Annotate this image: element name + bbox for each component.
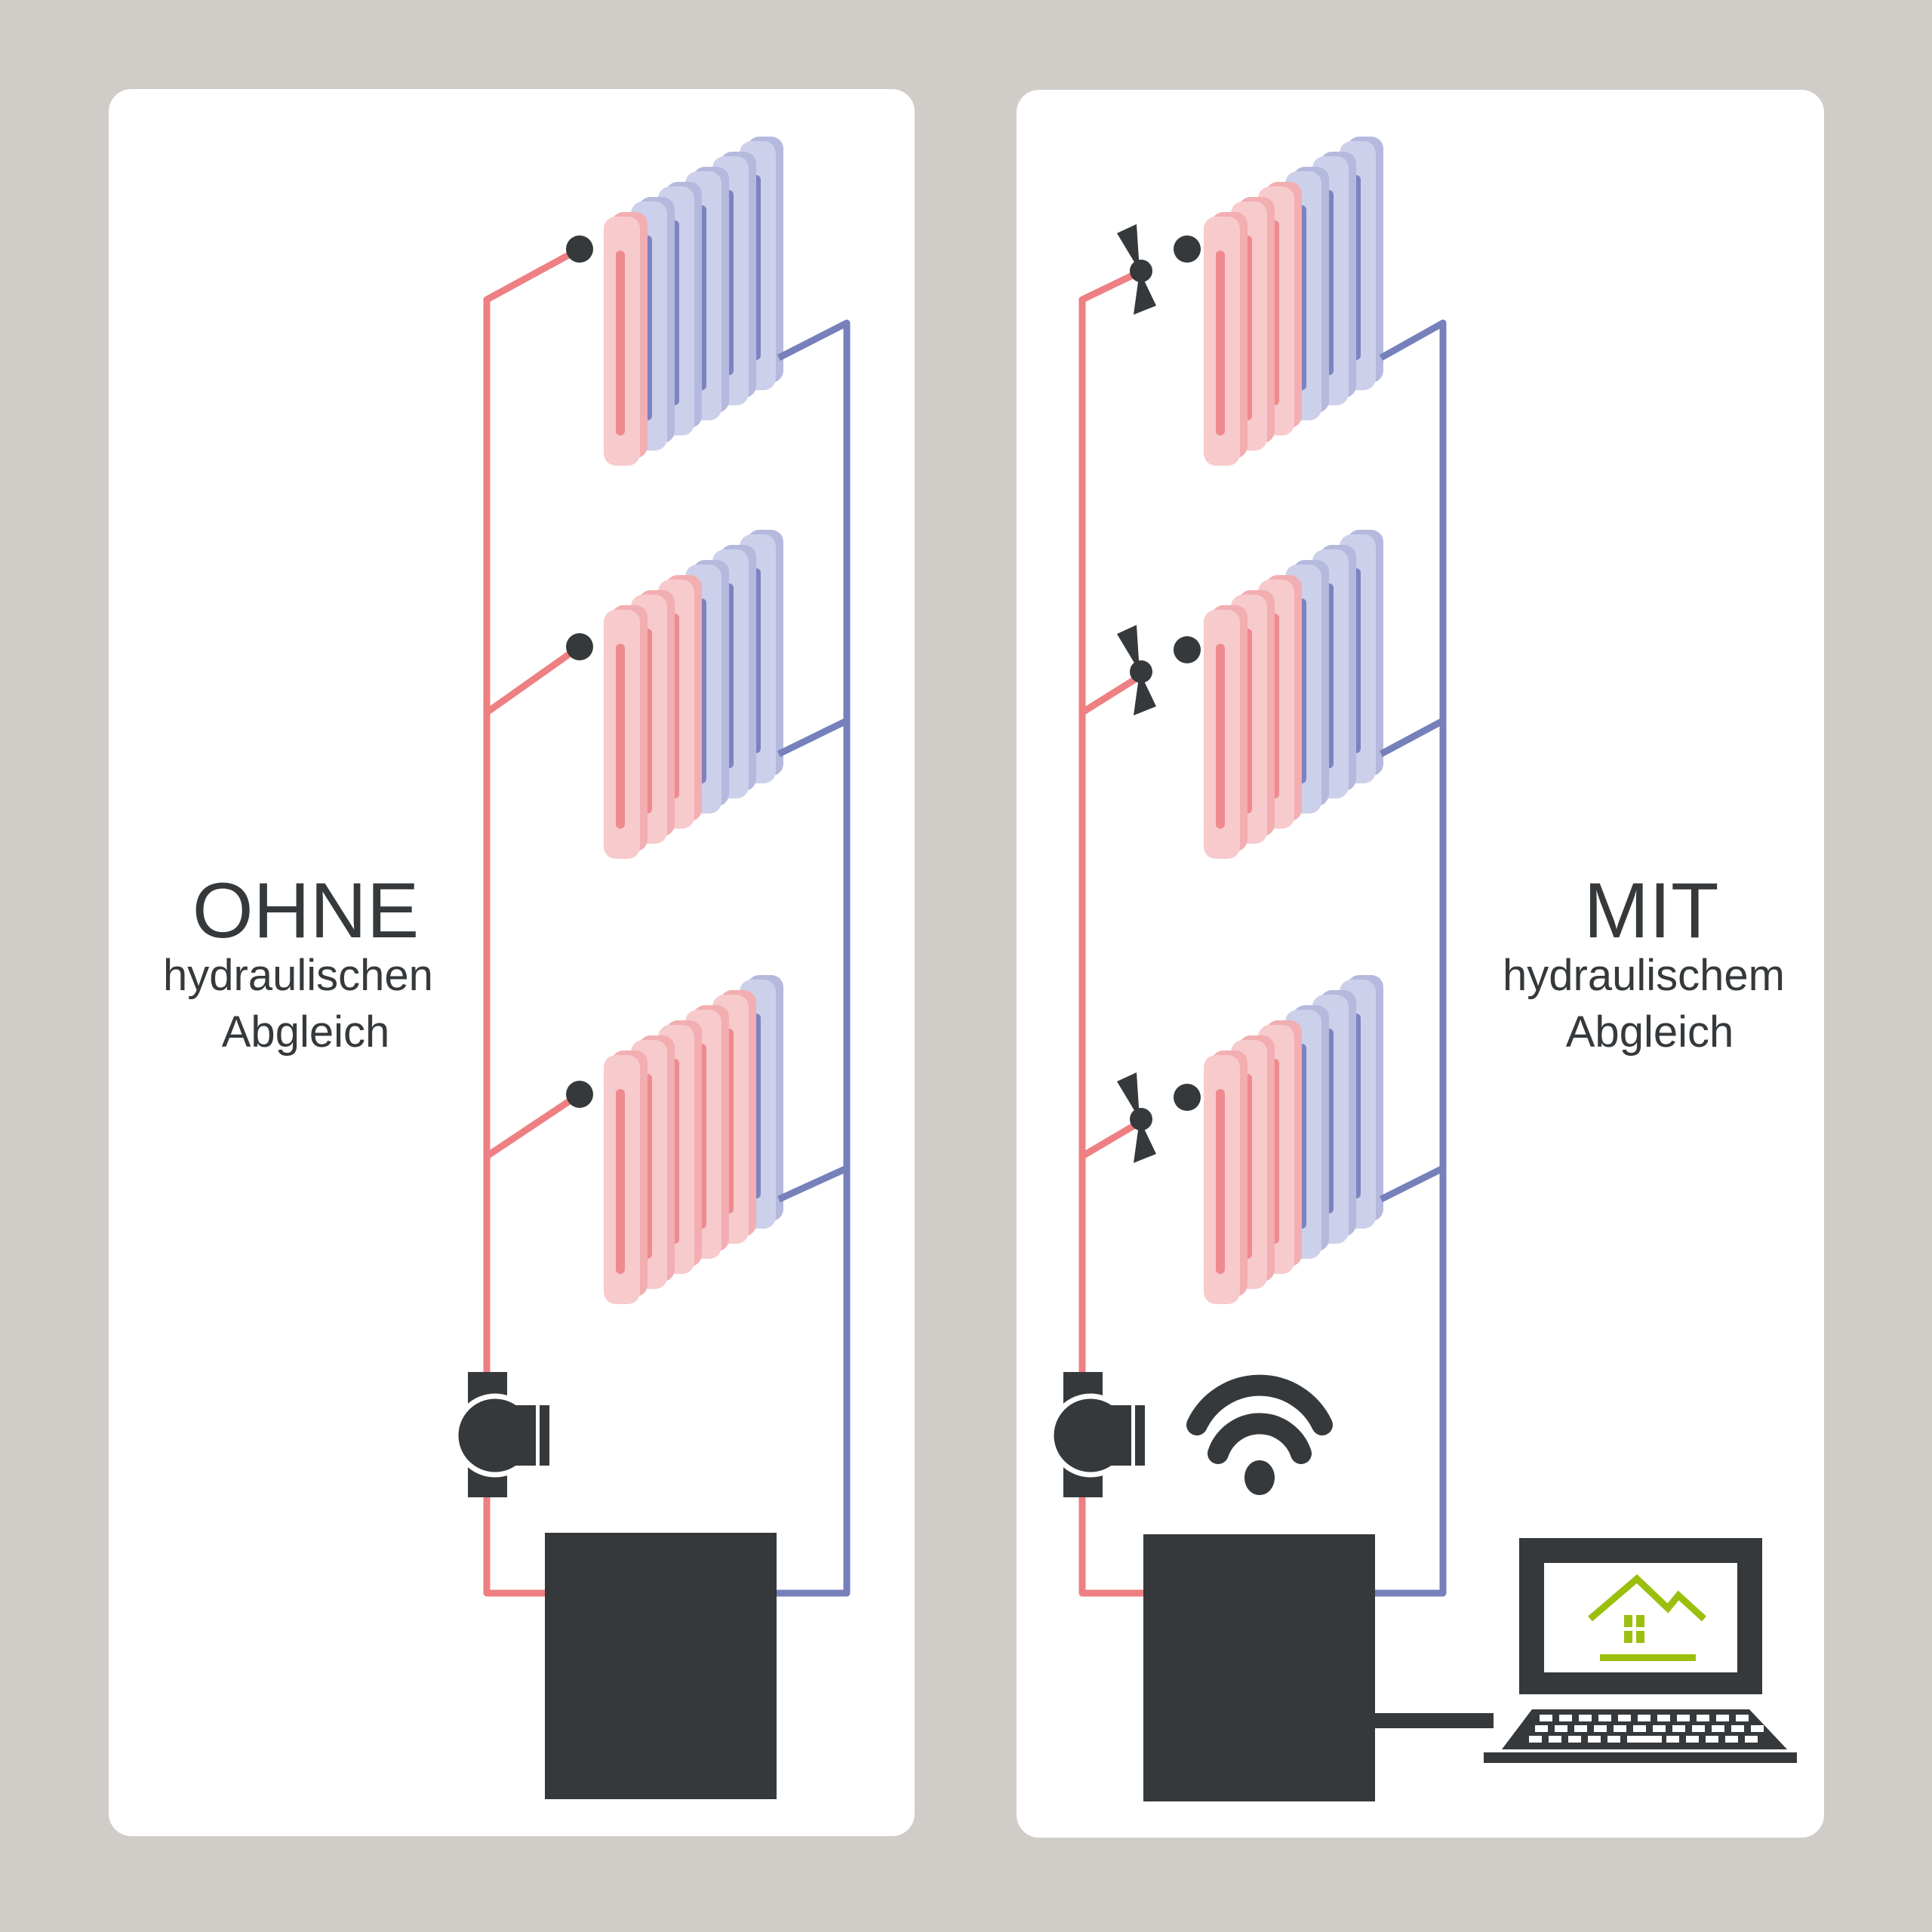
key <box>1614 1725 1626 1732</box>
key <box>1579 1715 1592 1721</box>
key <box>1706 1736 1718 1743</box>
key <box>1540 1715 1552 1721</box>
radiator <box>1204 975 1383 1304</box>
key <box>1692 1725 1705 1732</box>
radiator <box>604 530 783 859</box>
supply-branch <box>485 1091 582 1159</box>
supply-branch <box>485 644 582 715</box>
left-subtitle-line1: hydraulischen <box>163 951 433 1000</box>
pipe-connector-icon <box>566 235 593 263</box>
key <box>1559 1715 1572 1721</box>
return-pipe <box>777 319 851 1597</box>
key <box>1633 1725 1646 1732</box>
house-icon <box>1588 1574 1707 1661</box>
supply-pipe <box>483 246 582 1597</box>
pipe-connector-icon <box>1174 235 1201 263</box>
radiator-section-hot <box>1204 1051 1247 1304</box>
pump-icon <box>453 1372 549 1497</box>
left-panel: OHNE hydraulischen Abgleich <box>109 89 915 1836</box>
left-heading: OHNE <box>192 867 419 955</box>
pipe-connector-icon <box>566 633 593 660</box>
key <box>1731 1725 1744 1732</box>
boiler <box>545 1533 777 1799</box>
right-subtitle-line2: Abgleich <box>1566 1008 1734 1057</box>
key <box>1598 1715 1611 1721</box>
key <box>1657 1715 1670 1721</box>
laptop-icon <box>1484 1538 1797 1763</box>
key <box>1607 1736 1620 1743</box>
key <box>1677 1715 1690 1721</box>
pipe-connector-icon <box>1174 1084 1201 1111</box>
key <box>1697 1715 1709 1721</box>
left-panel-card <box>109 89 915 1836</box>
key <box>1672 1725 1685 1732</box>
return-branch <box>1379 718 1445 757</box>
radiator-section-hot <box>604 212 648 466</box>
right-panel: MIT hydraulischem Abgleich <box>1017 90 1824 1838</box>
key <box>1568 1736 1581 1743</box>
key <box>1653 1725 1666 1732</box>
return-pipe <box>1375 319 1447 1597</box>
key <box>1751 1725 1764 1732</box>
left-pipes <box>483 246 851 1597</box>
radiator-section-hot <box>1204 605 1247 859</box>
key <box>1529 1736 1542 1743</box>
radiator-section-hot <box>604 1051 648 1304</box>
key <box>1666 1736 1679 1743</box>
pipe-connector-icon <box>566 1081 593 1108</box>
right-radiators <box>1204 137 1383 1304</box>
radiator <box>604 137 783 466</box>
key <box>1549 1736 1561 1743</box>
left-radiators <box>604 137 783 1304</box>
right-subtitle-line1: hydraulischem <box>1503 951 1785 1000</box>
pipe-connector-icon <box>1174 636 1201 663</box>
data-cable <box>1375 1713 1494 1728</box>
radiator <box>1204 530 1383 859</box>
wifi-icon <box>1186 1374 1333 1495</box>
return-branch <box>777 717 848 758</box>
key <box>1535 1725 1548 1732</box>
key <box>1618 1715 1631 1721</box>
boiler <box>1143 1534 1375 1801</box>
space-key <box>1627 1736 1662 1743</box>
key <box>1574 1725 1587 1732</box>
key <box>1588 1736 1601 1743</box>
radiator-section-hot <box>1204 212 1247 466</box>
radiator <box>604 975 783 1304</box>
return-branch <box>1379 1164 1445 1203</box>
right-heading: MIT <box>1583 867 1718 955</box>
key <box>1594 1725 1607 1732</box>
left-subtitle-line2: Abgleich <box>222 1008 389 1057</box>
radiator <box>1204 137 1383 466</box>
pump-icon <box>1048 1372 1145 1497</box>
key <box>1555 1725 1567 1732</box>
key <box>1638 1715 1651 1721</box>
key <box>1736 1715 1749 1721</box>
key <box>1712 1725 1724 1732</box>
return-branch <box>777 1164 848 1203</box>
key <box>1745 1736 1758 1743</box>
key <box>1686 1736 1699 1743</box>
key <box>1716 1715 1729 1721</box>
key <box>1725 1736 1738 1743</box>
radiator-section-hot <box>604 605 648 859</box>
